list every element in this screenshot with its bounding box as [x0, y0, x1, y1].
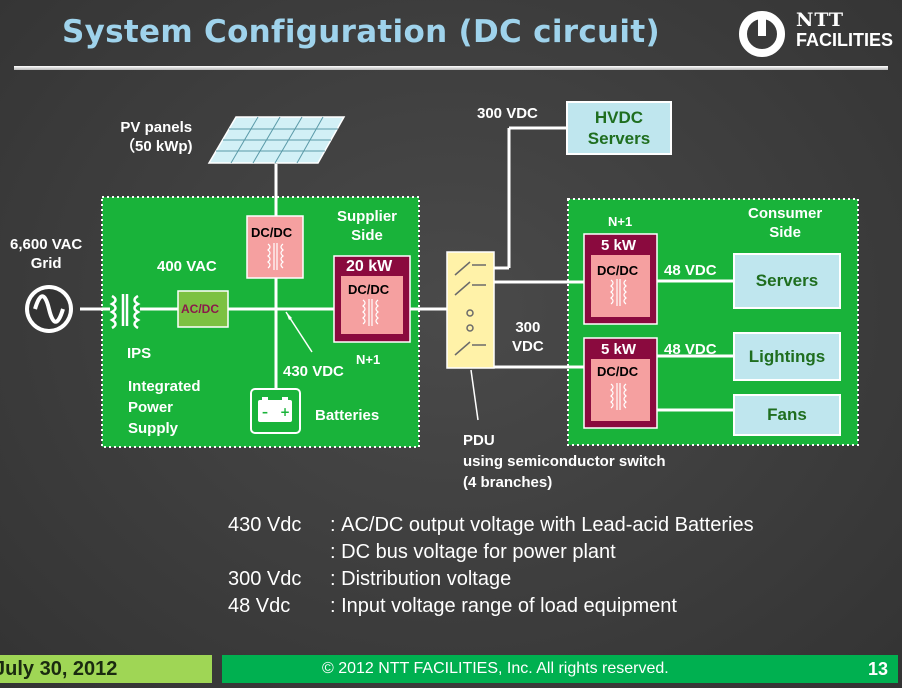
footer-date: July 30, 2012 [0, 655, 212, 683]
vdc-300-top-label: 300 VDC [477, 105, 538, 122]
ips-label: IPS [127, 345, 152, 362]
wiring [80, 126, 734, 412]
n-plus-1-supplier-label: N+1 [356, 352, 381, 367]
transformer-icon [109, 294, 141, 330]
pdu-label: PDU using semiconductor switch (4 branch… [463, 432, 666, 491]
n-plus-1-consumer-label: N+1 [608, 214, 633, 229]
svg-text:–: – [262, 405, 268, 419]
converter-5kw-top-type: DC/DC [597, 263, 639, 278]
lightings-label: Lightings [748, 346, 826, 366]
footer-bar: © 2012 NTT FACILITIES, Inc. All rights r… [222, 655, 898, 683]
pv-panel-icon [207, 116, 346, 164]
legend-row: 300 Vdc: Distribution voltage [228, 568, 512, 590]
logo-line1: NTT [796, 9, 844, 31]
batteries-label: Batteries [315, 407, 380, 424]
rectifier-transformer-icon [362, 299, 379, 326]
acdc-converter [177, 290, 229, 328]
copyright: © 2012 NTT FACILITIES, Inc. All rights r… [322, 660, 669, 677]
legend-row: : DC bus voltage for power plant [330, 541, 616, 563]
pv-dcdc-converter [246, 215, 304, 279]
title-divider [14, 66, 888, 70]
ntt-logo-icon [739, 11, 785, 57]
logo-text: NTT FACILITIES [796, 9, 894, 50]
consumer-side-label: Consumer Side [748, 205, 823, 241]
logo-line2: FACILITIES [796, 30, 894, 50]
vdc-300-mid-label: 300 VDC [512, 319, 544, 355]
legend-row: 430 Vdc: AC/DC output voltage with Lead-… [228, 514, 754, 536]
pv-panels-label: PV panels （50 kWp) [120, 119, 193, 155]
supplier-side-label: Supplier Side [337, 208, 398, 244]
battery-icon: – + [250, 388, 301, 434]
servers-label: Servers [755, 271, 819, 290]
converter-5kw-bottom-type: DC/DC [597, 364, 639, 379]
converter-5kw-bottom-rating: 5 kW [601, 341, 637, 358]
svg-text:+: + [280, 405, 290, 419]
rectifier-20kw-type: DC/DC [348, 282, 390, 297]
page-number: 13 [867, 659, 888, 679]
vac-400-label: 400 VAC [157, 258, 217, 275]
vdc-48-bottom-label: 48 VDC [664, 341, 717, 358]
voltage-legend: 430 Vdc: AC/DC output voltage with Lead-… [228, 512, 754, 620]
hvdc-servers-box [566, 101, 672, 155]
pointer-pdu [470, 369, 479, 421]
ntt-facilities-logo: NTT FACILITIES [736, 8, 896, 60]
grid-label: 6,600 VAC Grid [10, 236, 83, 272]
rectifier-20kw-rating: 20 kW [346, 258, 393, 275]
page-title: System Configuration (DC circuit) [62, 14, 660, 50]
fans-box [733, 394, 841, 436]
pv-converter-transformer-icon [267, 243, 284, 270]
pdu-switch-icon [454, 261, 486, 356]
hvdc-servers-label: HVDC Servers [587, 108, 651, 148]
pv-dcdc-label: DC/DC [251, 225, 293, 240]
legend-row: 48 Vdc: Input voltage range of load equi… [228, 595, 677, 617]
vdc-430-label: 430 VDC [283, 363, 344, 380]
vdc-48-top-label: 48 VDC [664, 262, 717, 279]
converter-5kw-top-rating: 5 kW [601, 237, 637, 254]
integrated-power-supply-label: Integrated Power Supply [128, 378, 201, 437]
acdc-label: AC/DC [181, 302, 219, 316]
ac-source-icon [25, 285, 73, 333]
fans-label: Fans [767, 405, 807, 424]
lightings-box [733, 332, 841, 381]
servers-box [733, 253, 841, 309]
